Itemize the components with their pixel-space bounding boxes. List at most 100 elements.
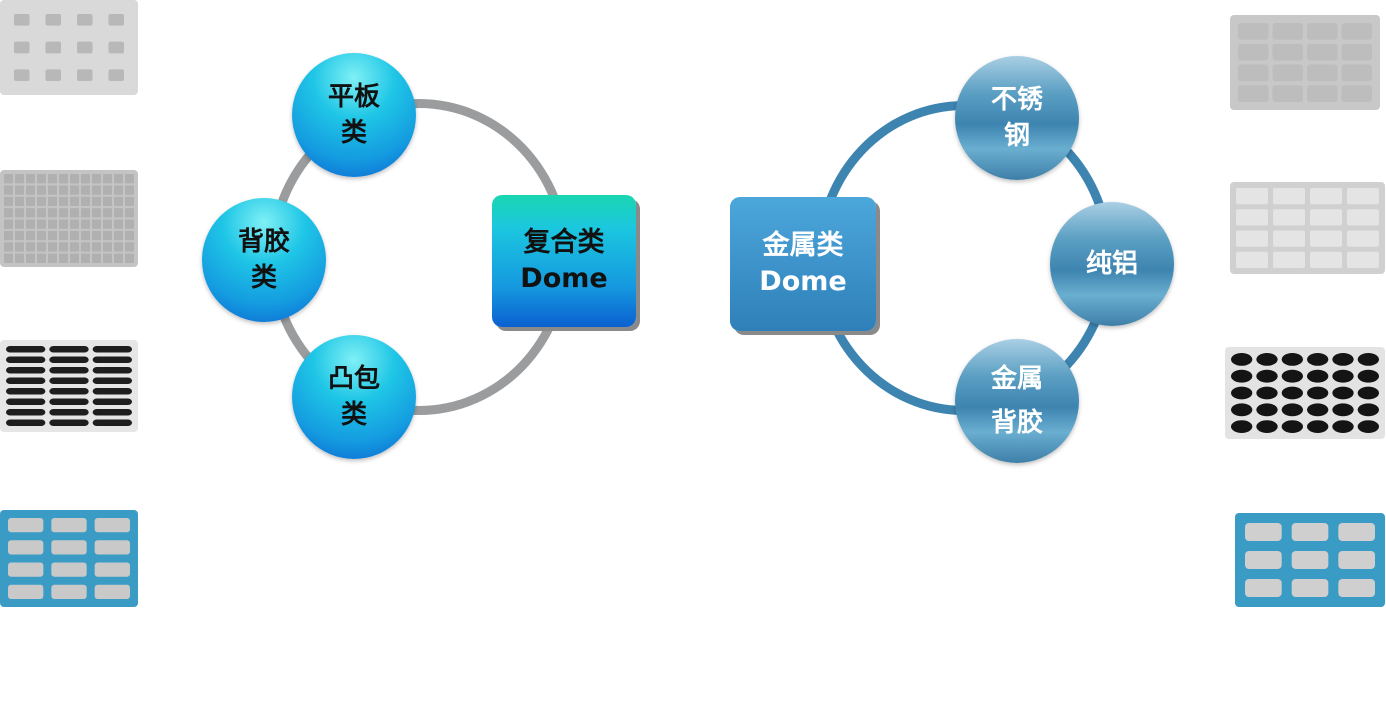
black-bar (92, 356, 132, 363)
grid-pad (26, 208, 35, 218)
grid-pad (92, 219, 101, 229)
key-pad (1307, 85, 1338, 102)
black-bar (92, 409, 132, 416)
node-pure-aluminum[interactable]: 纯铝 (1050, 202, 1174, 326)
node-label: 背胶 (237, 227, 290, 257)
node-label: 平板 (327, 82, 380, 112)
square-pad (45, 14, 61, 26)
center-label: Dome (759, 266, 847, 297)
black-bar (6, 398, 46, 405)
key-pad (1238, 64, 1269, 82)
grid-pad (59, 219, 68, 229)
gray-key (1291, 523, 1329, 541)
square-pad (14, 14, 30, 26)
tile-pad (1347, 209, 1379, 226)
square-pad (77, 69, 93, 81)
sheet (0, 0, 138, 95)
grid-pad (26, 174, 35, 184)
tile-pad (1236, 251, 1268, 268)
black-bar (6, 409, 46, 416)
sheet (1230, 182, 1385, 274)
black-bar (92, 346, 132, 353)
grid-pad (15, 208, 24, 218)
grid-pad (15, 230, 24, 241)
black-bar (49, 346, 89, 353)
tile-pad (1236, 188, 1268, 205)
gray-key (51, 562, 87, 577)
tile-pad (1236, 209, 1268, 226)
grid-pad (103, 185, 112, 195)
grid-pad (59, 230, 68, 241)
grid-pad (15, 242, 24, 252)
grid-pad (48, 174, 57, 184)
node-adhesive[interactable]: 背胶 类 (202, 198, 326, 322)
gray-key (51, 584, 87, 599)
black-dot (1256, 369, 1278, 383)
grid-pad (114, 242, 123, 252)
node-stainless-steel[interactable]: 不锈 钢 (955, 56, 1079, 180)
grid-pad (125, 196, 134, 207)
node-label: 金属 (990, 364, 1043, 394)
black-dot (1332, 353, 1354, 366)
black-dot (1256, 386, 1278, 400)
black-bar (49, 409, 89, 416)
grid-pad (81, 242, 90, 252)
center-metal-dome[interactable]: 金属类 Dome (730, 197, 876, 331)
tile-pad (1310, 209, 1342, 226)
grid-pad (125, 242, 134, 252)
center-composite-dome[interactable]: 复合类 Dome (492, 195, 636, 327)
grid-pad (4, 196, 13, 207)
square-pad (77, 14, 93, 26)
grid-pad (4, 185, 13, 195)
thumbnail-blue-sheet-pads (0, 510, 138, 607)
black-bar (92, 377, 132, 384)
grid-pad (114, 253, 123, 263)
grid-pad (37, 174, 46, 184)
grid-pad (4, 208, 13, 218)
grid-pad (59, 208, 68, 218)
black-dot (1281, 369, 1303, 383)
key-pad (1341, 43, 1372, 61)
grid-pad (37, 208, 46, 218)
node-convex[interactable]: 凸包 类 (292, 335, 416, 459)
grid-pad (92, 230, 101, 241)
gray-key (1291, 551, 1329, 569)
grid-pad (114, 219, 123, 229)
thumbnail-gray-key-pads (1230, 15, 1380, 110)
grid-pad (81, 253, 90, 263)
gray-key (1291, 579, 1329, 597)
grid-pad (70, 230, 79, 241)
grid-pad (103, 208, 112, 218)
black-dot (1231, 353, 1253, 366)
grid-pad (92, 174, 101, 184)
gray-key (94, 584, 130, 599)
grid-pad (125, 174, 134, 184)
key-pad (1272, 23, 1303, 40)
black-dot (1357, 369, 1379, 383)
black-dot (1256, 420, 1278, 433)
grid-pad (125, 230, 134, 241)
tile-pad (1273, 188, 1305, 205)
black-dot (1332, 420, 1354, 433)
square-pad (14, 69, 30, 81)
black-bar (49, 356, 89, 363)
black-bar (6, 419, 46, 426)
grid-pad (70, 219, 79, 229)
square-pad (108, 14, 124, 26)
grid-pad (4, 230, 13, 241)
grid-pad (37, 230, 46, 241)
thumbnail-black-dot-pads (1225, 347, 1385, 439)
grid-pad (48, 185, 57, 195)
black-bar (6, 346, 46, 353)
grid-pad (15, 196, 24, 207)
node-flat[interactable]: 平板 类 (292, 53, 416, 177)
key-pad (1341, 85, 1372, 102)
gray-key (1245, 579, 1282, 597)
node-metal-adhesive[interactable]: 金属 背胶 (955, 339, 1079, 463)
tile-pad (1310, 188, 1342, 205)
grid-pad (4, 242, 13, 252)
square-pad (14, 41, 30, 54)
node-label: 类 (340, 400, 367, 430)
key-pad (1238, 85, 1269, 102)
square-pad (45, 69, 61, 81)
